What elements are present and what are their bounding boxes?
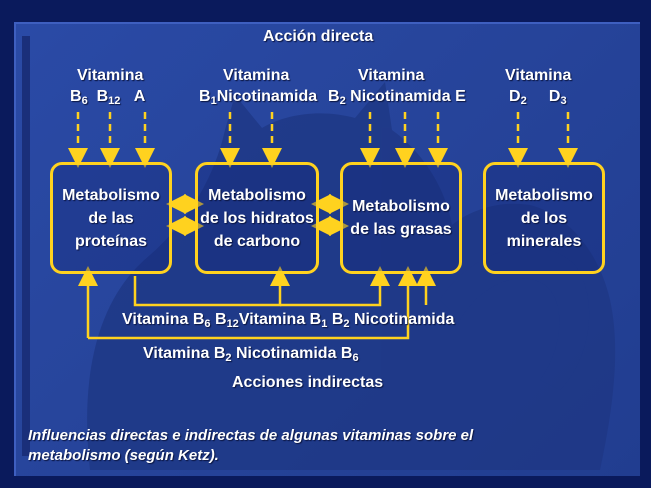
vitamin-group-2-label: Vitamina — [223, 67, 290, 84]
vitamin-group-2-items: B1Nicotinamida — [199, 88, 318, 107]
vitamin-group-3-items: B2 Nicotinamida E — [328, 88, 466, 107]
caption-line-2: metabolismo (según Ketz). — [28, 447, 219, 464]
indirect-line-5 — [88, 266, 418, 340]
indirect-row-2: Vitamina B2 Nicotinamida B6 — [143, 345, 359, 364]
vitamin-group-4-label: Vitamina — [505, 67, 572, 84]
indirect-row-1: Vitamina B6 B12Vitamina B1 B2 Nicotinami… — [122, 311, 455, 330]
indirect-line-2 — [280, 266, 390, 307]
vitamin-group-4-items: D2 D3 — [509, 88, 567, 107]
indirect-actions-label: Acciones indirectas — [232, 374, 384, 391]
indirect-line-1 — [133, 266, 290, 307]
diagram-title: Acción directa — [263, 28, 374, 45]
cat-silhouette-tail — [440, 247, 590, 390]
side-bar — [22, 36, 30, 456]
vitamin-group-1-label: Vitamina — [77, 67, 144, 84]
vitamin-group-3-label: Vitamina — [358, 67, 425, 84]
figure-caption: Influencias directas e indirectas de alg… — [28, 426, 588, 466]
caption-line-1: Influencias directas e indirectas de alg… — [28, 427, 474, 444]
cat-silhouette-body — [87, 82, 616, 470]
vitamin-group-1-items: B6 B12 A — [70, 88, 146, 107]
